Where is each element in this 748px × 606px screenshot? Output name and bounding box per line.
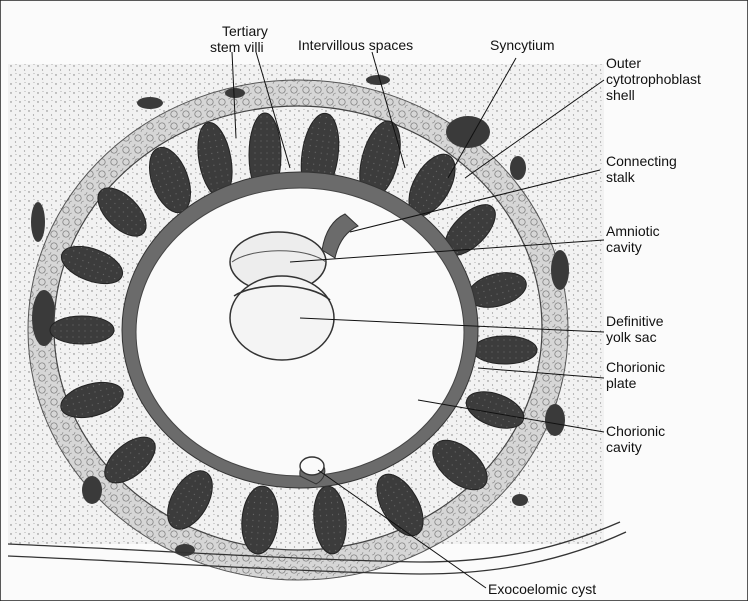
label-exocoelomic-cyst: Exocoelomic cyst (488, 581, 596, 597)
label-syncytium: Syncytium (490, 37, 555, 53)
label-intervillous-spaces: Intervillous spaces (298, 37, 413, 53)
exocoelomic-cyst (300, 457, 324, 475)
definitive-yolk-sac (230, 276, 334, 360)
